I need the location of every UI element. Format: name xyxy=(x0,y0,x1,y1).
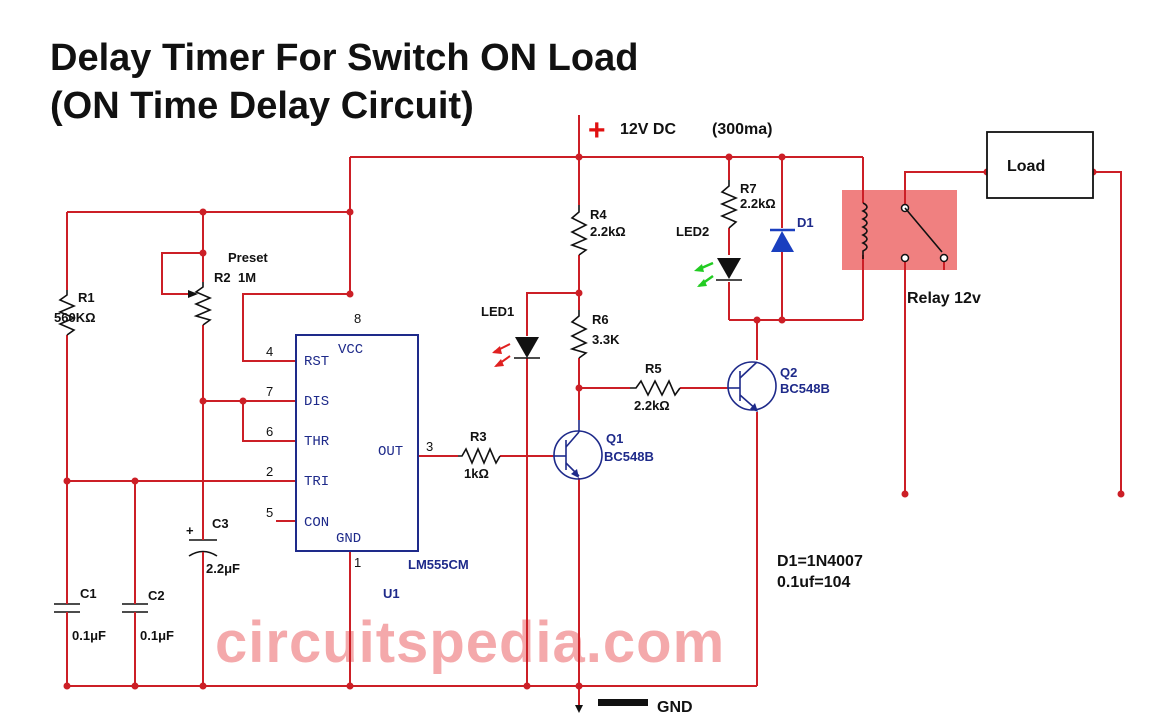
transistor-q2: Q2 BC548B xyxy=(727,361,830,412)
r2-name: R2 xyxy=(214,270,231,285)
pin-number-4: 4 xyxy=(266,344,273,359)
resistor-r3: R3 1kΩ xyxy=(458,429,501,481)
pin-label-tri: TRI xyxy=(304,474,329,490)
resistor-r1: R1 560KΩ xyxy=(54,290,96,336)
ic-part-name: LM555CM xyxy=(408,557,469,572)
pin-label-vcc: VCC xyxy=(338,342,363,358)
led1: LED1 xyxy=(481,304,540,367)
diode-d1: D1 xyxy=(770,215,814,252)
pin-label-out: OUT xyxy=(378,444,403,460)
pin-label-con: CON xyxy=(304,515,329,531)
pin-label-rst: RST xyxy=(304,354,329,370)
q1-name: Q1 xyxy=(606,431,623,446)
r5-name: R5 xyxy=(645,361,662,376)
load-label: Load xyxy=(1007,158,1045,175)
ic-lm555: VCC RST DIS THR OUT TRI CON GND 8 4 7 6 … xyxy=(266,311,469,601)
supply-12v: + 12V DC (300ma) xyxy=(588,114,772,147)
pin-number-7: 7 xyxy=(266,384,273,399)
r6-value: 3.3K xyxy=(592,332,620,347)
c3-polarity: + xyxy=(186,523,194,538)
resistor-r5: R5 2.2kΩ xyxy=(630,361,681,413)
c3-name: C3 xyxy=(212,516,229,531)
supply-voltage: 12V DC xyxy=(620,121,676,138)
resistor-r2-preset: Preset R2 1M xyxy=(188,250,268,326)
r2-value: 1M xyxy=(238,270,256,285)
relay: Relay 12v xyxy=(861,202,981,307)
ground-symbol: GND xyxy=(575,699,693,716)
note-cap: 0.1uf=104 xyxy=(777,574,850,591)
junctions xyxy=(63,153,1125,690)
plus-sign: + xyxy=(588,114,606,147)
led1-name: LED1 xyxy=(481,304,514,319)
note-d1: D1=1N4007 xyxy=(777,553,863,570)
capacitor-c3: + C3 2.2μF xyxy=(186,516,240,576)
r1-name: R1 xyxy=(78,290,95,305)
pin-number-1: 1 xyxy=(354,555,361,570)
relay-highlight xyxy=(842,190,957,270)
load-box: Load xyxy=(986,131,1094,199)
r1-value: 560KΩ xyxy=(54,310,96,325)
r4-value: 2.2kΩ xyxy=(590,224,626,239)
r2-preset-label: Preset xyxy=(228,250,268,265)
pin-label-dis: DIS xyxy=(304,394,329,410)
capacitor-c2: C2 0.1μF xyxy=(122,588,174,643)
pin-number-5: 5 xyxy=(266,505,273,520)
resistor-r6: R6 3.3K xyxy=(569,310,620,359)
r7-name: R7 xyxy=(740,181,757,196)
d1-name: D1 xyxy=(797,215,814,230)
c2-value: 0.1μF xyxy=(140,628,174,643)
r5-value: 2.2kΩ xyxy=(634,398,670,413)
supply-current: (300ma) xyxy=(712,121,772,138)
r3-name: R3 xyxy=(470,429,487,444)
pin-label-thr: THR xyxy=(304,434,330,450)
r6-name: R6 xyxy=(592,312,609,327)
pin-number-3: 3 xyxy=(426,439,433,454)
r3-value: 1kΩ xyxy=(464,466,489,481)
title-line-2: (ON Time Delay Circuit) xyxy=(50,85,474,127)
r7-value: 2.2kΩ xyxy=(740,196,776,211)
r4-name: R4 xyxy=(590,207,607,222)
watermark: circuitspedia.com xyxy=(215,610,725,675)
ic-ref: U1 xyxy=(383,586,400,601)
q2-name: Q2 xyxy=(780,365,797,380)
c3-value: 2.2μF xyxy=(206,561,240,576)
led2: LED2 xyxy=(676,224,742,288)
c1-name: C1 xyxy=(80,586,97,601)
capacitor-c1: C1 0.1μF xyxy=(54,586,106,643)
pin-label-gnd: GND xyxy=(336,531,361,547)
q2-part: BC548B xyxy=(780,381,830,396)
title-line-1: Delay Timer For Switch ON Load xyxy=(50,37,638,79)
pin-number-6: 6 xyxy=(266,424,273,439)
ground-label: GND xyxy=(657,699,693,716)
relay-label: Relay 12v xyxy=(907,290,981,307)
c2-name: C2 xyxy=(148,588,165,603)
c1-value: 0.1μF xyxy=(72,628,106,643)
pin-number-2: 2 xyxy=(266,464,273,479)
pin-number-8: 8 xyxy=(354,311,361,326)
wires xyxy=(66,115,1122,710)
resistor-r4: R4 2.2kΩ xyxy=(569,205,626,256)
q1-part: BC548B xyxy=(604,449,654,464)
resistor-r7: R7 2.2kΩ xyxy=(719,180,776,229)
led2-name: LED2 xyxy=(676,224,709,239)
transistor-q1: Q1 BC548B xyxy=(553,420,654,480)
